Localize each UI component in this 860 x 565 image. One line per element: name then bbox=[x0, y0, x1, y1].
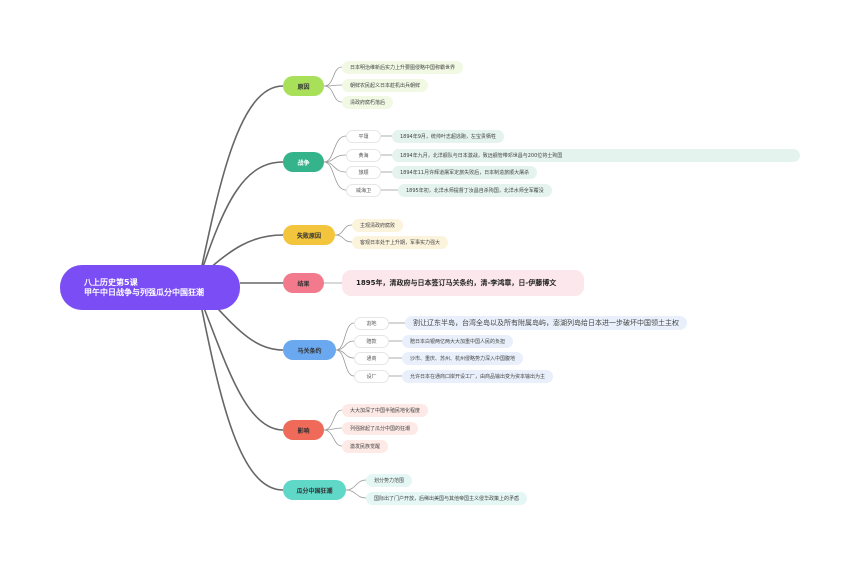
leaf-shibai-1[interactable]: 主观清政府腐败 bbox=[352, 219, 404, 232]
branch-maguan[interactable]: 马关条约 bbox=[283, 340, 336, 360]
leaf-yuanyin-2[interactable]: 朝鲜农民起义日本趁机出兵朝鲜 bbox=[342, 79, 429, 92]
tag-tongshang[interactable]: 通商 bbox=[354, 352, 389, 365]
tag-shechang[interactable]: 设厂 bbox=[354, 370, 389, 383]
tag-peikuan[interactable]: 赔款 bbox=[354, 335, 389, 348]
leaf-huanghai[interactable]: 1894年九月，北洋舰队与日本激战，致远舰管带邓世昌与200位将士殉国 bbox=[392, 149, 800, 162]
root-title-line2: 甲午中日战争与列强瓜分中国狂潮 bbox=[84, 287, 204, 297]
leaf-jieguo[interactable]: 1895年，清政府与日本签订马关条约，清-李鸿章，日-伊藤博文 bbox=[342, 270, 584, 296]
leaf-shechang[interactable]: 允许日本在通商口岸开设工厂，由商品输出变为资本输出为主 bbox=[402, 370, 554, 383]
leaf-pingrang[interactable]: 1894年9月，统帅叶志超逃跑，左宝贵牺牲 bbox=[392, 130, 504, 143]
leaf-guafen-1[interactable]: 划分势力范围 bbox=[366, 474, 413, 487]
leaf-tongshang[interactable]: 沙市、重庆、苏州、杭州侵略势力深入中国腹地 bbox=[402, 352, 524, 365]
leaf-yingxiang-3[interactable]: 激发民族觉醒 bbox=[342, 440, 389, 453]
tag-huanghai[interactable]: 黄海 bbox=[346, 149, 381, 162]
leaf-shibai-2[interactable]: 客观日本处于上升期，军事实力强大 bbox=[352, 236, 449, 249]
leaf-gedi[interactable]: 割让辽东半岛，台湾全岛以及所有附属岛屿，澎湖列岛给日本进一步破坏中国领土主权 bbox=[405, 316, 687, 330]
leaf-guafen-2[interactable]: 国际出了门户开放，后稀出美国与其他帝国主义侵华政策上的矛盾 bbox=[366, 492, 528, 505]
leaf-weihaiwei[interactable]: 1895年初，北洋水师提督丁汝昌自杀殉国，北洋水师全军覆没 bbox=[398, 184, 552, 197]
branch-zhanzheng[interactable]: 战争 bbox=[283, 152, 324, 172]
leaf-yingxiang-1[interactable]: 大大加深了中国半殖民地化程度 bbox=[342, 404, 429, 417]
leaf-yuanyin-1[interactable]: 日本明治维新后实力上升要图侵略中国称霸世界 bbox=[342, 61, 464, 74]
root-title-line1: 八上历史第5课 bbox=[84, 277, 138, 287]
branch-jieguo[interactable]: 结果 bbox=[283, 273, 324, 293]
leaf-yingxiang-2[interactable]: 列强掀起了瓜分中国的狂潮 bbox=[342, 422, 419, 435]
branch-yingxiang[interactable]: 影响 bbox=[283, 420, 324, 440]
leaf-yuanyin-3[interactable]: 清政府腐朽落后 bbox=[342, 96, 394, 109]
branch-shibai[interactable]: 失败原因 bbox=[283, 225, 335, 245]
leaf-lvshun[interactable]: 1894年11月许辉道屠军定旅失败后，日本制造旅顺大屠杀 bbox=[392, 166, 538, 179]
root-topic[interactable]: 八上历史第5课 甲午中日战争与列强瓜分中国狂潮 bbox=[60, 265, 240, 310]
tag-gedi[interactable]: 割地 bbox=[354, 317, 389, 330]
tag-weihaiwei[interactable]: 威海卫 bbox=[346, 184, 381, 197]
tag-pingrang[interactable]: 平壤 bbox=[346, 130, 381, 143]
branch-guafen[interactable]: 瓜分中国狂潮 bbox=[283, 480, 346, 500]
branch-yuanyin[interactable]: 原因 bbox=[283, 76, 324, 96]
leaf-peikuan[interactable]: 赔日本白银两亿两大大加重中国人民的负担 bbox=[402, 335, 514, 348]
tag-lvshun[interactable]: 旅顺 bbox=[346, 166, 381, 179]
